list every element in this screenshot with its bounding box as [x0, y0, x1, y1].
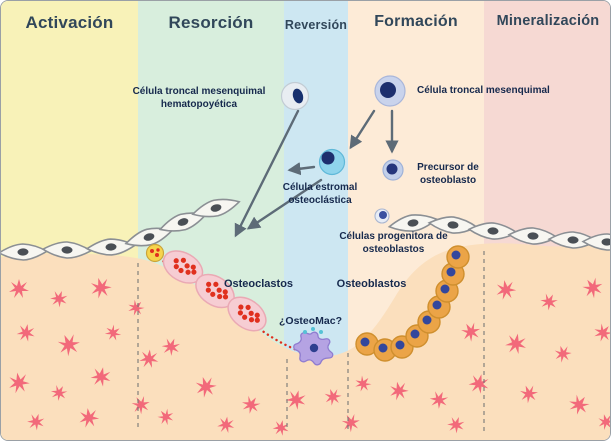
osteomac-cell [293, 327, 334, 366]
phase-title-reversion: Reversión [284, 18, 348, 32]
osteoclast-granule [205, 287, 211, 293]
osteoclast-granule [254, 317, 260, 323]
osteoclast-granule [216, 287, 222, 293]
osteoblast-nucleus [410, 329, 420, 339]
label-osteoblast-precursor: Precursor de osteoblasto [417, 162, 479, 186]
osteoclast-granule [222, 289, 228, 295]
phase-title-mineralizacion: Mineralización [496, 13, 600, 29]
osteoblast-nucleus [440, 284, 450, 294]
phase-title-activacion: Activación [25, 13, 114, 32]
osteoblast-nucleus [451, 250, 461, 260]
osteoclast-cells [162, 250, 267, 332]
osteoblast-nucleus [432, 300, 442, 310]
phase-title-resorcion: Resorción [168, 13, 254, 32]
osteoclast-granule [245, 304, 251, 310]
differentiation-arrows [234, 109, 399, 238]
osteoclast-granule [173, 263, 179, 270]
osteoclast-granule [178, 267, 184, 274]
osteoblast-nucleus [446, 267, 456, 277]
label-hematopoietic-stem: Célula troncal mesenquimal hematopoyétic… [132, 86, 266, 110]
osteoclast-granule [213, 281, 219, 287]
label-mesenchymal-stem: Célula troncal mesenquimal [417, 85, 550, 96]
lining-cell [85, 236, 137, 258]
arrow-to-stromal-cell [349, 109, 376, 150]
osteoclast-cell [227, 296, 267, 332]
osteoclast-granule [210, 291, 216, 297]
osteoblast-progenitor-cell [374, 208, 390, 224]
osteoclast-granule [242, 314, 248, 320]
osteoblast-cell [355, 332, 379, 356]
mesenchymal-stem-cell [374, 75, 406, 107]
osteoclast-granule [248, 310, 254, 316]
label-osteomac: ¿OsteoMac? [278, 315, 342, 327]
stromal-osteoclastic-cell [318, 148, 346, 176]
osteoblast-cell [446, 245, 470, 269]
label-stromal-osteoclastic: Célula estromal osteoclástica [282, 182, 358, 206]
osteoclast-granule [190, 264, 196, 270]
arrow-stromal-to-surface [246, 178, 323, 230]
osteoclast-granule [217, 293, 223, 300]
hematopoietic-stem-cell [280, 81, 310, 111]
osteoclast-granule [185, 269, 191, 275]
osteoclast-granule [180, 257, 187, 263]
arrow-left-to-stromal [287, 162, 316, 176]
osteoclast-granule [173, 258, 179, 264]
label-osteoblasts: Osteoblastos [336, 278, 407, 290]
osteoblast-cells [355, 245, 470, 362]
osteoblast-cell [405, 324, 429, 348]
label-osteoblast-progenitor: Células progenitora de osteoblastos [339, 231, 448, 255]
phase-separator-lines [137, 251, 485, 431]
osteoblast-nucleus [422, 315, 432, 325]
osteoclast-granule [237, 310, 243, 316]
osteoblast-precursor-cell [382, 159, 404, 181]
osteoclast-granule [222, 294, 229, 300]
osteoclast-granule [206, 281, 212, 287]
phase-title-formacion: Formación [374, 13, 458, 30]
osteoblast-nucleus [360, 337, 370, 347]
lining-cell [467, 220, 519, 242]
osteoblast-nucleus [395, 340, 405, 350]
osteoclast-granule [248, 317, 255, 323]
osteoblast-nucleus [378, 343, 388, 353]
lining-cell [507, 225, 559, 247]
arrow-hematopoietic-to-resorption [234, 109, 300, 238]
osteoclast-granule [238, 304, 244, 310]
osteoclast-cell [195, 273, 235, 309]
osteoclast-granule [184, 263, 190, 269]
osteoclast-granule [254, 312, 260, 318]
label-osteoclasts: Osteoclastos [223, 278, 294, 290]
osteoclast-granule [191, 269, 197, 275]
pre-osteoclast-cell [145, 243, 165, 263]
